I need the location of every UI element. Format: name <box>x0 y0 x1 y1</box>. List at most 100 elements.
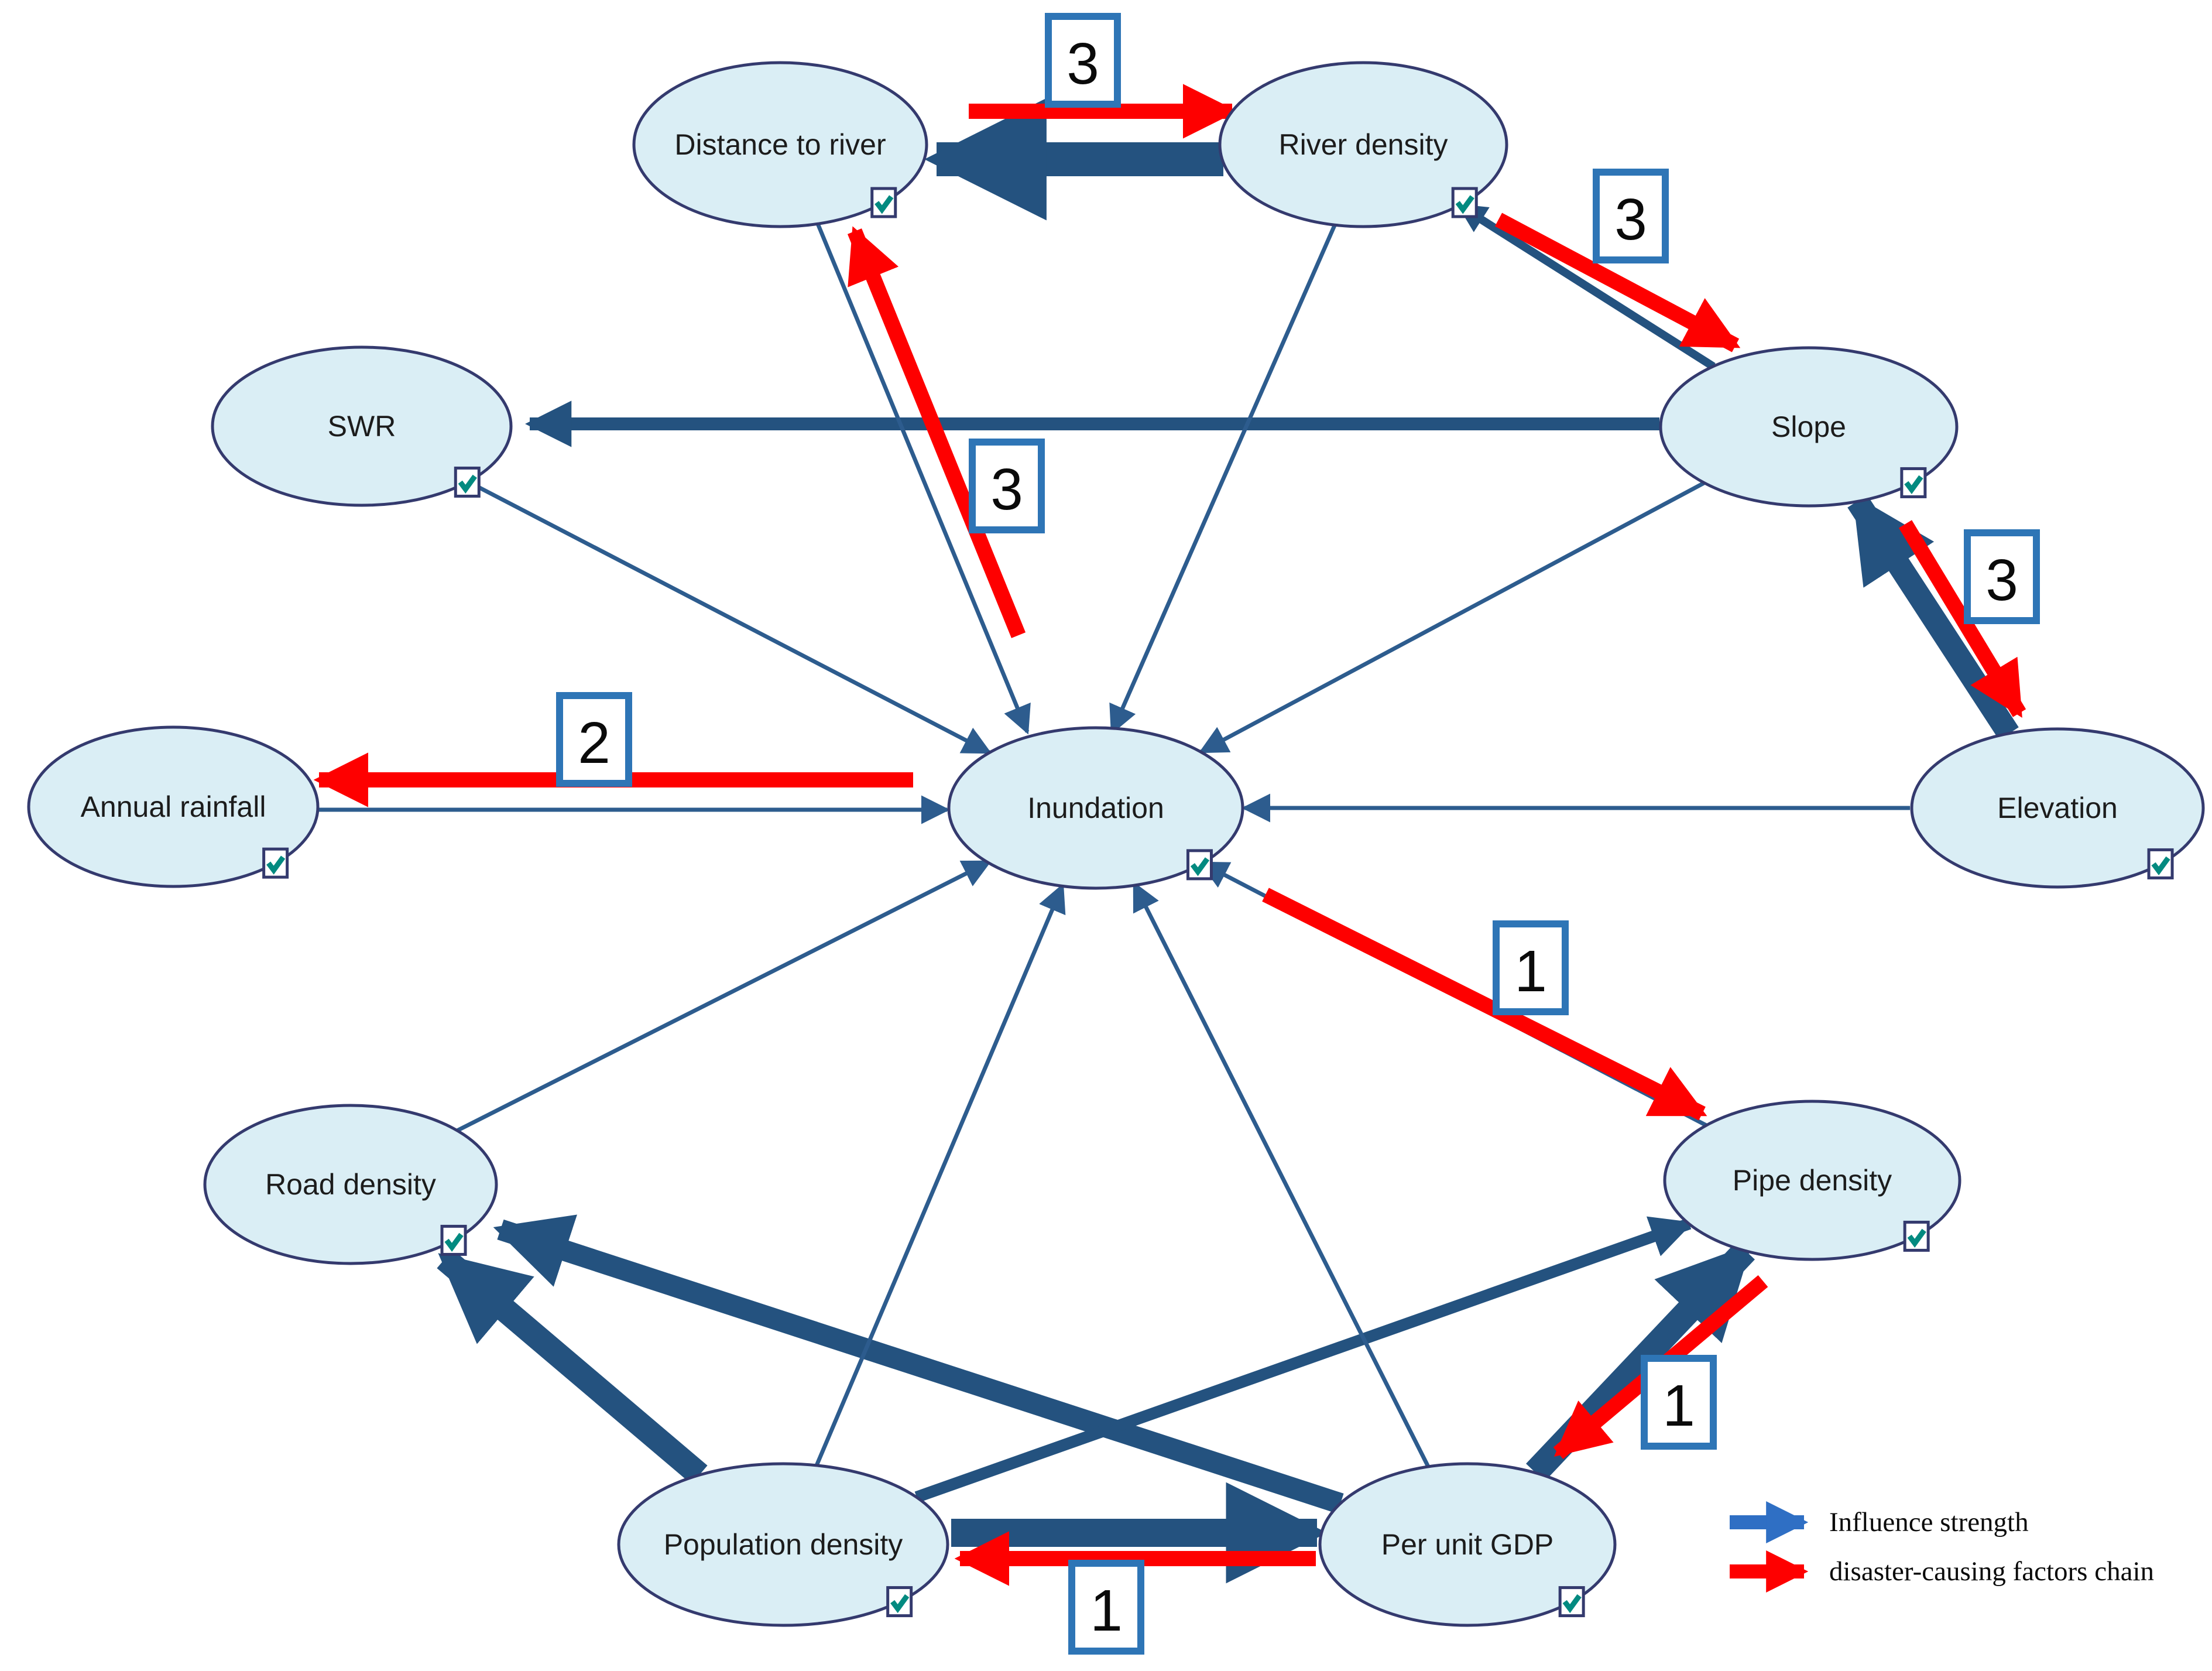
node-distance-to-river[interactable]: Distance to river <box>632 61 928 228</box>
node-ellipse-swr[interactable] <box>211 345 513 507</box>
checkbox-slope[interactable] <box>1900 467 1927 498</box>
checkbox-box-annual-rainfall[interactable] <box>262 847 289 879</box>
chain-step-number: 3 <box>1066 31 1099 97</box>
edge-influence-slope-to-river-density <box>1456 202 1716 370</box>
checkbox-swr[interactable] <box>454 466 481 498</box>
node-population-density[interactable]: Population density <box>617 1462 949 1627</box>
chain-step-number: 3 <box>1985 547 2018 613</box>
node-swr[interactable]: SWR <box>211 345 513 507</box>
checkbox-box-population-density[interactable] <box>886 1586 913 1618</box>
node-per-unit-gdp[interactable]: Per unit GDP <box>1318 1462 1617 1627</box>
chain-step-label: 1 <box>1068 1560 1144 1655</box>
check-icon <box>1190 857 1210 876</box>
edge-chain-inundation-to-distance-to-river <box>847 226 1026 638</box>
node-ellipse-annual-rainfall[interactable] <box>27 725 320 888</box>
checkbox-box-pipe-density[interactable] <box>1903 1220 1930 1252</box>
chain-step-box <box>1493 920 1569 1015</box>
checkbox-box-slope[interactable] <box>1900 467 1927 498</box>
edge-influence-per-unit-gdp-to-inundation <box>1132 881 1431 1468</box>
chain-step-box <box>1593 169 1669 263</box>
edge-influence-population-density-to-road-density <box>437 1249 708 1485</box>
node-elevation[interactable]: Elevation <box>1910 727 2205 889</box>
check-icon <box>458 474 477 494</box>
edge-influence-river-density-to-inundation <box>1109 224 1337 735</box>
legend-label-influence: Influence strength <box>1829 1507 2029 1538</box>
node-ellipse-river-density[interactable] <box>1218 61 1508 228</box>
checkbox-population-density[interactable] <box>886 1586 913 1618</box>
checkbox-river-density[interactable] <box>1451 187 1478 218</box>
node-inundation[interactable]: Inundation <box>947 726 1244 890</box>
chain-step-number: 1 <box>1662 1373 1695 1439</box>
node-label-annual-rainfall: Annual rainfall <box>81 790 266 823</box>
edge-influence-per-unit-gdp-to-road-density <box>493 1214 1344 1514</box>
check-icon <box>1562 1594 1582 1614</box>
check-icon <box>1455 195 1474 214</box>
legend: Influence strength disaster-causing facto… <box>1730 1501 2154 1593</box>
checkbox-inundation[interactable] <box>1186 849 1213 881</box>
edge-influence-swr-to-inundation <box>467 480 992 755</box>
node-label-population-density: Population density <box>664 1528 903 1561</box>
chain-step-label: 3 <box>969 439 1045 533</box>
node-ellipse-pipe-density[interactable] <box>1663 1100 1961 1261</box>
chain-step-label: 2 <box>556 692 632 787</box>
node-ellipse-inundation[interactable] <box>947 726 1244 890</box>
node-label-per-unit-gdp: Per unit GDP <box>1381 1528 1554 1561</box>
node-river-density[interactable]: River density <box>1218 61 1508 228</box>
chain-edges-layer <box>313 84 2026 1586</box>
edge-influence-population-density-to-inundation <box>814 883 1066 1467</box>
checkbox-elevation[interactable] <box>2147 848 2174 879</box>
node-ellipse-per-unit-gdp[interactable] <box>1318 1462 1617 1627</box>
legend-item-chain: disaster-causing factors chain <box>1730 1550 2154 1593</box>
chain-step-number: 1 <box>1514 939 1547 1004</box>
checkbox-distance-to-river[interactable] <box>870 187 897 218</box>
chain-step-label: 1 <box>1493 920 1569 1015</box>
node-label-road-density: Road density <box>265 1168 436 1201</box>
checkbox-box-distance-to-river[interactable] <box>870 187 897 218</box>
checkbox-box-river-density[interactable] <box>1451 187 1478 218</box>
check-icon <box>874 195 894 214</box>
checkbox-box-swr[interactable] <box>454 466 481 498</box>
chain-step-box <box>1045 13 1121 108</box>
chain-step-number: 3 <box>990 457 1023 522</box>
edge-influence-distance-to-river-to-inundation <box>815 222 1031 735</box>
chain-step-label: 3 <box>1593 169 1669 263</box>
node-ellipse-population-density[interactable] <box>617 1462 949 1627</box>
node-label-elevation: Elevation <box>1997 792 2118 824</box>
node-road-density[interactable]: Road density <box>203 1104 498 1265</box>
checkbox-box-inundation[interactable] <box>1186 849 1213 881</box>
checkbox-box-road-density[interactable] <box>440 1224 467 1256</box>
chain-step-labels-layer: 3 3 3 3 2 1 1 1 <box>556 13 2040 1655</box>
node-ellipse-distance-to-river[interactable] <box>632 61 928 228</box>
chain-step-label: 3 <box>1045 13 1121 108</box>
check-icon <box>1904 475 1923 495</box>
check-icon <box>266 855 286 875</box>
node-label-river-density: River density <box>1279 128 1448 161</box>
node-label-slope: Slope <box>1771 410 1846 443</box>
legend-item-influence: Influence strength <box>1730 1501 2029 1543</box>
legend-label-chain: disaster-causing factors chain <box>1829 1556 2154 1587</box>
chain-step-box <box>556 692 632 787</box>
check-icon <box>890 1594 910 1614</box>
node-ellipse-slope[interactable] <box>1659 346 1959 508</box>
check-icon <box>444 1232 464 1252</box>
checkbox-road-density[interactable] <box>440 1224 467 1256</box>
check-icon <box>2151 856 2170 876</box>
checkbox-annual-rainfall[interactable] <box>262 847 289 879</box>
checkbox-box-elevation[interactable] <box>2147 848 2174 879</box>
node-annual-rainfall[interactable]: Annual rainfall <box>27 725 320 888</box>
node-ellipse-road-density[interactable] <box>203 1104 498 1265</box>
checkbox-per-unit-gdp[interactable] <box>1558 1586 1585 1618</box>
edge-influence-slope-to-inundation <box>1198 481 1705 754</box>
chain-step-box <box>1068 1560 1144 1655</box>
checkbox-box-per-unit-gdp[interactable] <box>1558 1586 1585 1618</box>
edge-chain-river-density-to-slope <box>1494 213 1741 352</box>
edge-chain-slope-to-elevation <box>1898 520 2026 718</box>
node-pipe-density[interactable]: Pipe density <box>1663 1100 1961 1261</box>
chain-step-number: 2 <box>578 710 611 776</box>
node-slope[interactable]: Slope <box>1659 346 1959 508</box>
edge-chain-inundation-to-pipe-density <box>1262 888 1707 1121</box>
checkbox-pipe-density[interactable] <box>1903 1220 1930 1252</box>
node-ellipse-elevation[interactable] <box>1910 727 2205 889</box>
